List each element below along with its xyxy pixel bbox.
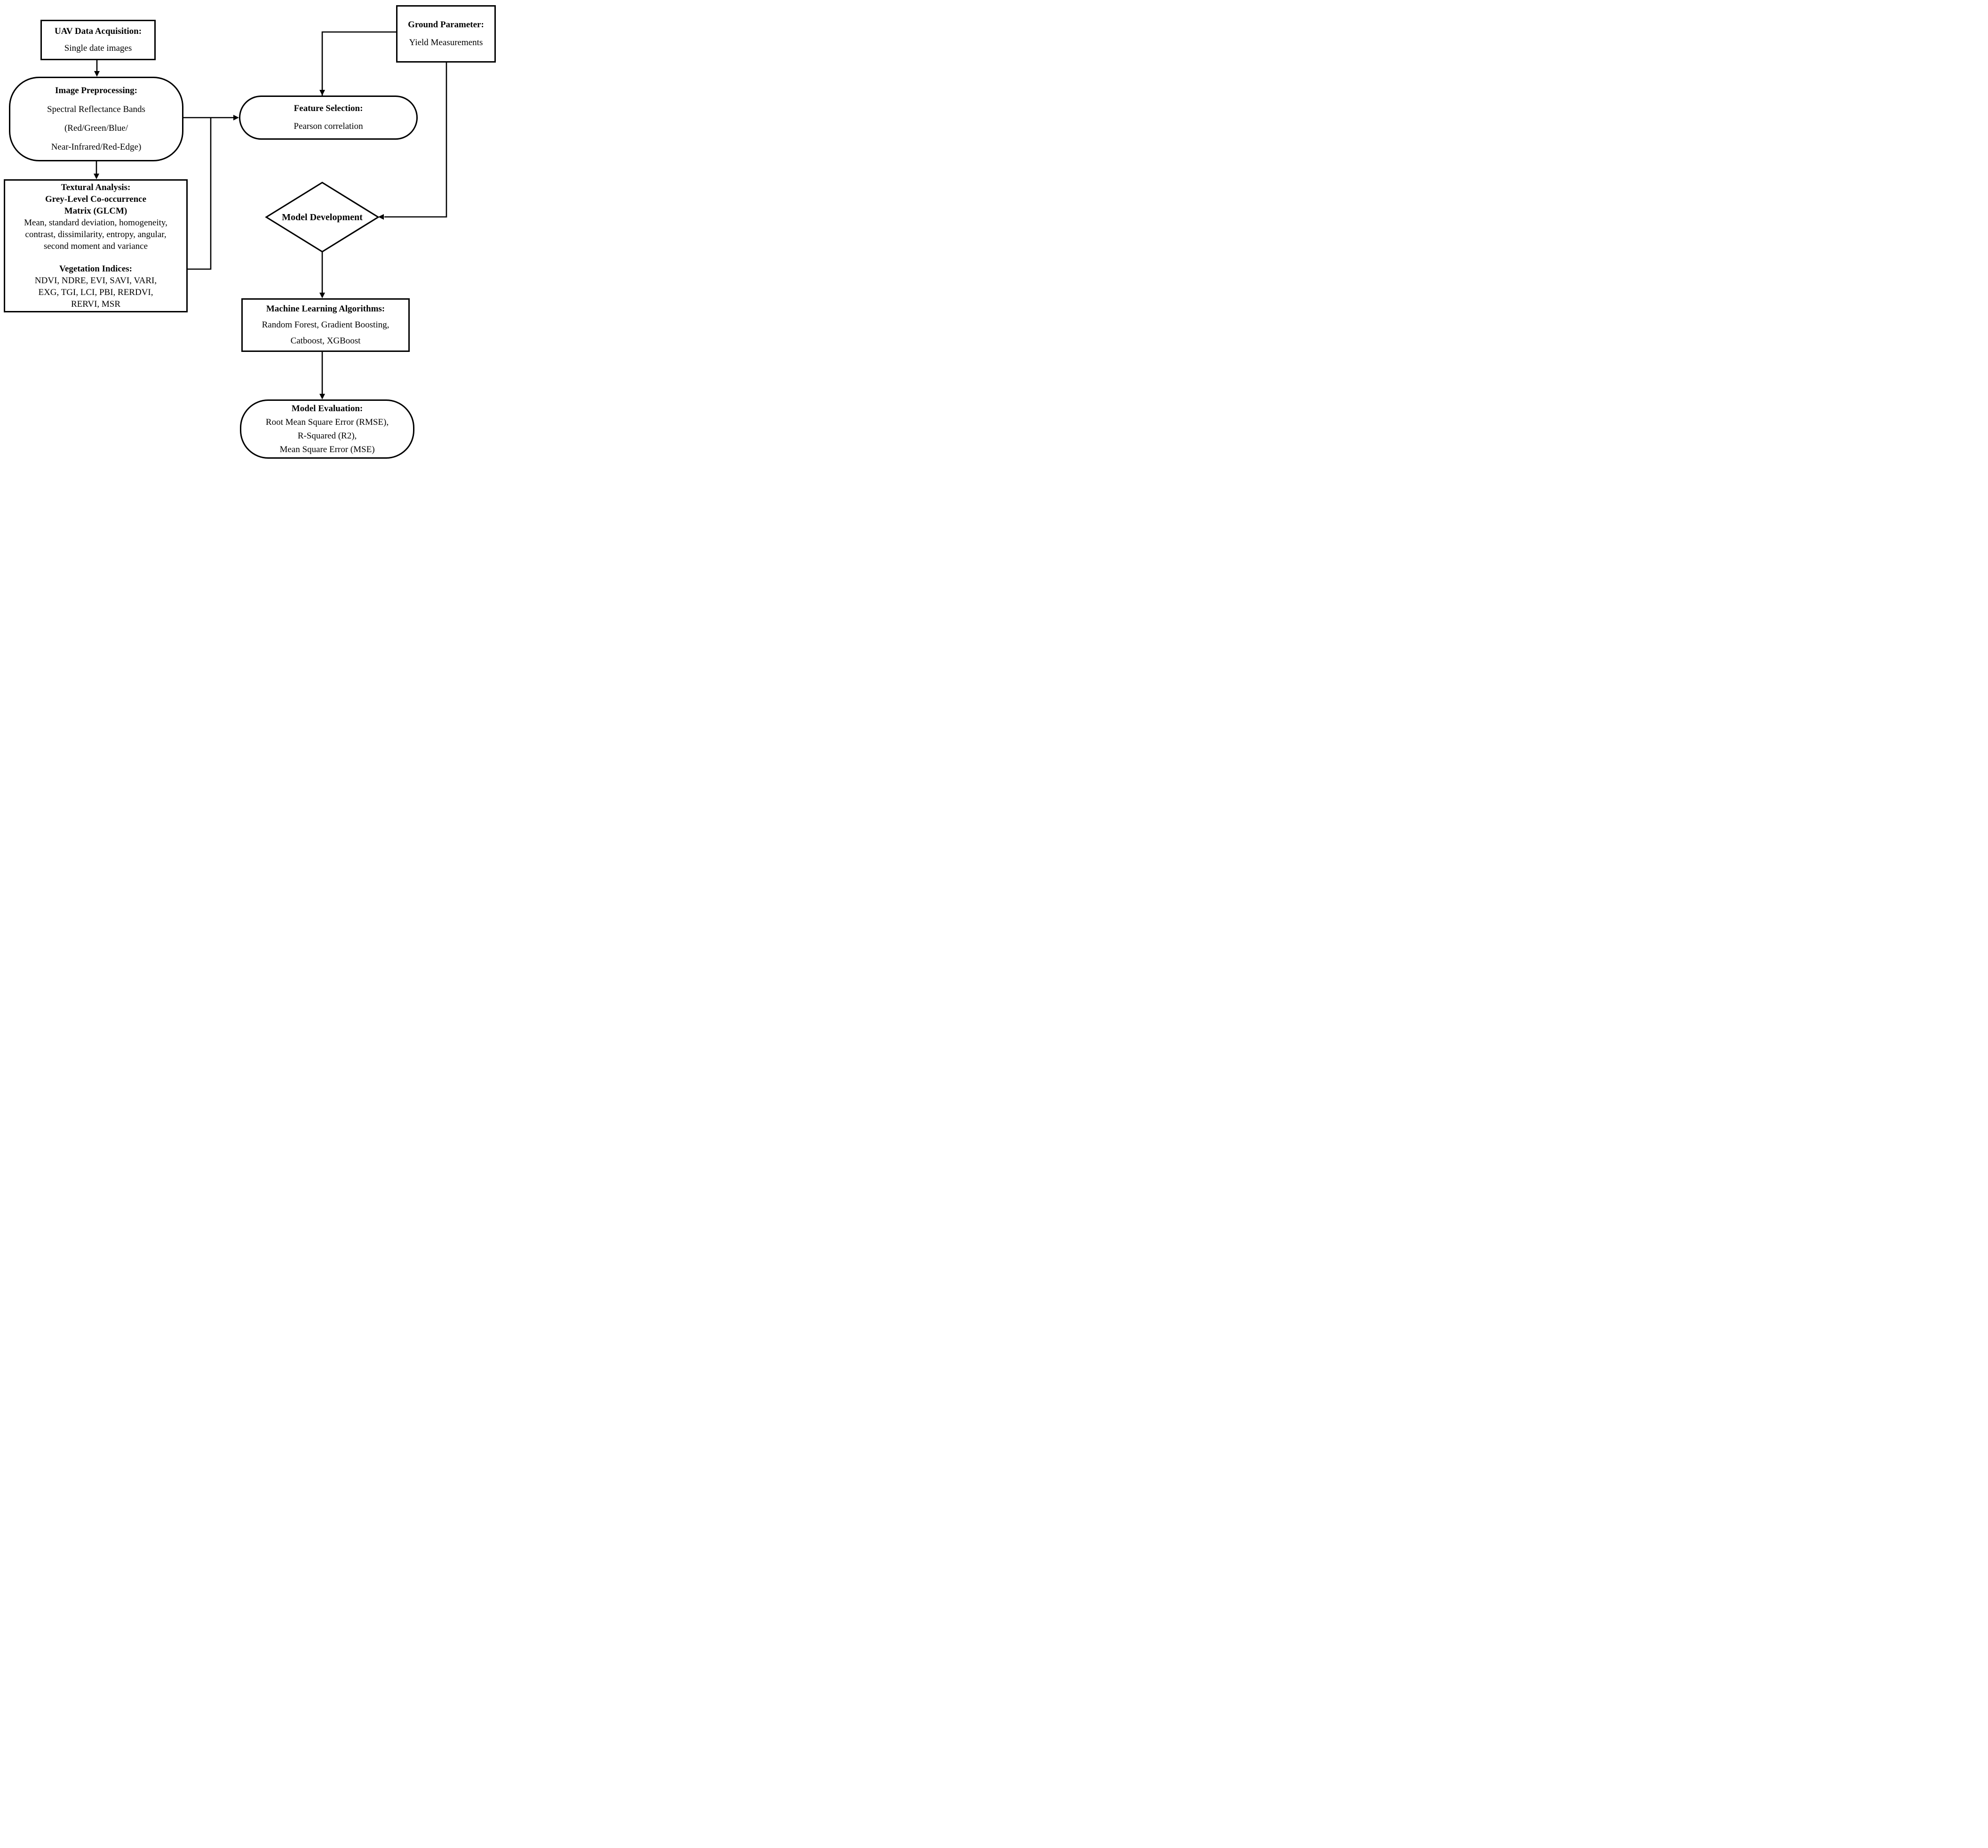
- connector-ground-to-feature-selection: [319, 31, 396, 96]
- connector-preprocessing-to-feature-selection: [183, 115, 239, 120]
- node-title: Grey-Level Co-occurrence: [45, 194, 147, 204]
- connector-model-development-to-ml: [319, 252, 325, 298]
- node-line: contrast, dissimilarity, entropy, angula…: [25, 230, 167, 239]
- machine-learning-algorithms-node: Machine Learning Algorithms: Random Fore…: [241, 298, 410, 352]
- model-development-label: Model Development: [282, 212, 363, 223]
- node-title: Feature Selection:: [294, 104, 363, 113]
- arrow-down-icon: [319, 394, 325, 399]
- node-title: Ground Parameter:: [408, 20, 484, 30]
- node-line: Mean, standard deviation, homogeneity,: [24, 218, 167, 228]
- ground-parameter-node: Ground Parameter: Yield Measurements: [396, 5, 496, 63]
- node-line: Spectral Reflectance Bands: [47, 104, 145, 114]
- node-line: EXG, TGI, LCI, PBI, RERDVI,: [38, 287, 153, 297]
- connector-preprocessing-to-textural: [94, 161, 99, 179]
- node-title: Image Preprocessing:: [55, 86, 138, 96]
- node-line: R-Squared (R2),: [297, 431, 357, 441]
- arrow-down-icon: [94, 71, 100, 77]
- arrow-down-icon: [94, 174, 99, 179]
- node-line: Catboost, XGBoost: [290, 336, 361, 346]
- node-line: Mean Square Error (MSE): [279, 445, 375, 454]
- node-line: (Red/Green/Blue/: [64, 123, 128, 133]
- node-title: Textural Analysis:: [61, 183, 131, 192]
- node-title: Matrix (GLCM): [64, 206, 127, 216]
- node-title: UAV Data Acquisition:: [54, 26, 142, 36]
- arrow-right-icon: [233, 115, 239, 120]
- model-evaluation-node: Model Evaluation: Root Mean Square Error…: [240, 399, 414, 459]
- image-preprocessing-node: Image Preprocessing: Spectral Reflectanc…: [9, 77, 183, 161]
- node-title: Machine Learning Algorithms:: [266, 304, 385, 314]
- node-line: Random Forest, Gradient Boosting,: [262, 320, 390, 330]
- node-line: Near-Infrared/Red-Edge): [51, 142, 142, 152]
- uav-data-acquisition-node: UAV Data Acquisition: Single date images: [40, 20, 156, 60]
- node-subtitle: Vegetation Indices:: [59, 264, 132, 274]
- connector-ground-to-model-development: [378, 63, 447, 220]
- textural-analysis-node: Textural Analysis: Grey-Level Co-occurre…: [4, 179, 188, 312]
- node-line: second moment and variance: [43, 241, 148, 251]
- connector-uav-to-preprocessing: [94, 60, 100, 77]
- arrow-left-icon: [378, 214, 384, 220]
- node-line: NDVI, NDRE, EVI, SAVI, VARI,: [34, 276, 157, 286]
- connector-ml-to-evaluation: [319, 352, 325, 399]
- node-line: RERVI, MSR: [71, 299, 121, 309]
- node-line: Yield Measurements: [409, 38, 483, 48]
- flowchart-canvas: UAV Data Acquisition: Single date images…: [0, 0, 497, 462]
- connector-textural-to-feature-selection: [188, 118, 212, 270]
- feature-selection-node: Feature Selection: Pearson correlation: [239, 96, 418, 140]
- node-line: Single date images: [64, 43, 132, 53]
- node-line: Root Mean Square Error (RMSE),: [265, 417, 389, 427]
- node-line: Pearson correlation: [294, 121, 363, 131]
- arrow-down-icon: [319, 293, 325, 298]
- node-title: Model Evaluation:: [291, 404, 363, 414]
